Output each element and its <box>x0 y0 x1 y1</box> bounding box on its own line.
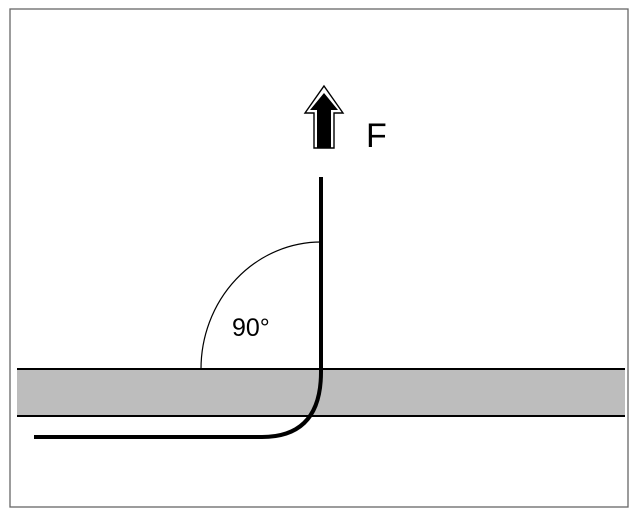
force-arrow-icon <box>303 84 345 149</box>
force-label: F <box>366 117 387 155</box>
tape-strip <box>34 177 323 439</box>
angle-label: 90° <box>232 314 270 342</box>
angle-arc <box>200 241 322 370</box>
